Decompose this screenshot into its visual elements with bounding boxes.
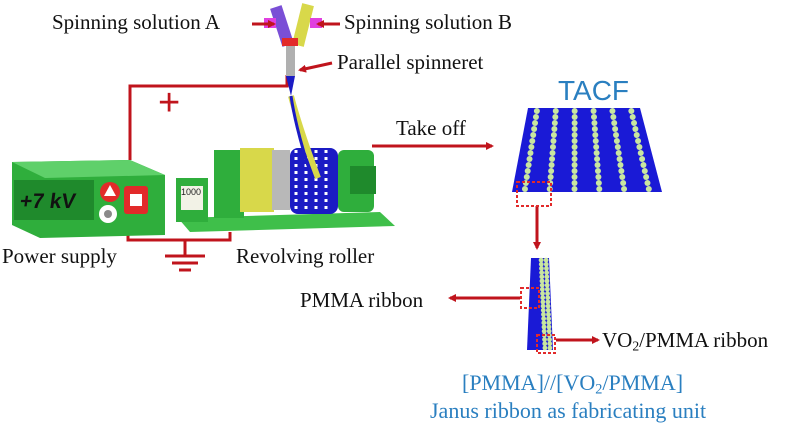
label-power-supply: Power supply <box>2 244 117 268</box>
label-spinning-solution-b: Spinning solution B <box>344 10 513 34</box>
jet-fiber <box>288 95 321 180</box>
meter-reading: 1000 <box>181 187 202 197</box>
revolving-roller-machine <box>176 148 395 232</box>
zoom-box-vo2 <box>536 334 556 354</box>
parallel-spinneret <box>264 3 322 96</box>
label-vo2-pmma-ribbon: VO2/PMMA ribbon <box>602 328 769 354</box>
circuit-wires <box>126 75 289 255</box>
zoom-box-pmma <box>520 287 540 309</box>
tacf-mat <box>512 108 662 192</box>
power-supply <box>12 160 165 238</box>
label-spinning-solution-a: Spinning solution A <box>52 10 221 34</box>
label-tacf: TACF <box>558 75 630 106</box>
arrow-spinneret <box>298 61 333 73</box>
label-take-off: Take off <box>396 116 466 140</box>
janus-ribbon <box>527 257 553 351</box>
positive-polarity-sign: + <box>158 82 181 124</box>
label-parallel-spinneret: Parallel spinneret <box>337 50 484 74</box>
label-pmma-ribbon: PMMA ribbon <box>300 288 424 312</box>
caption-janus-formula: [PMMA]//[VO2/PMMA] <box>462 370 684 398</box>
label-revolving-roller: Revolving roller <box>236 244 375 268</box>
voltage-display: +7 kV <box>18 190 78 213</box>
ground-icon <box>165 254 205 272</box>
caption-janus-unit: Janus ribbon as fabricating unit <box>430 398 707 423</box>
zoom-box-tacf <box>516 181 552 207</box>
